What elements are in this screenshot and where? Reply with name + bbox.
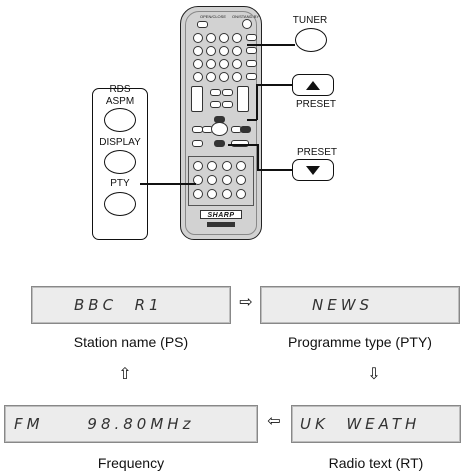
remote-volume-rocker-right[interactable]	[237, 86, 249, 112]
lcd-station-name-text: BBC R1	[74, 296, 163, 314]
remote-button[interactable]	[207, 161, 217, 171]
preset-down-label: PRESET	[297, 147, 338, 158]
remote-button[interactable]	[236, 161, 246, 171]
remote-button[interactable]	[222, 101, 233, 108]
remote-button[interactable]	[206, 33, 216, 43]
remote-button[interactable]	[193, 46, 203, 56]
remote-button[interactable]	[246, 47, 257, 54]
remote-button[interactable]	[206, 46, 216, 56]
remote-button[interactable]	[207, 175, 217, 185]
display-button[interactable]	[104, 150, 136, 174]
remote-button[interactable]	[206, 59, 216, 69]
preset-up-leader-line	[256, 84, 258, 120]
remote-button[interactable]	[231, 140, 249, 147]
pty-button[interactable]	[104, 192, 136, 216]
tuner-label: TUNER	[292, 15, 328, 26]
lcd-programme-type-text: NEWS	[312, 296, 374, 314]
pty-label: PTY	[110, 178, 130, 189]
tuner-leader-line	[247, 44, 295, 46]
tuner-button[interactable]	[295, 28, 327, 52]
remote-preset-down-button[interactable]	[214, 140, 225, 147]
remote-button[interactable]	[193, 33, 203, 43]
aspm-label: ASPM	[105, 96, 135, 107]
remote-button[interactable]	[210, 89, 221, 96]
remote-button[interactable]	[240, 126, 251, 133]
remote-button[interactable]	[192, 140, 203, 147]
lcd-programme-type	[260, 286, 460, 324]
remote-button[interactable]	[219, 72, 229, 82]
lcd-frequency	[4, 405, 258, 443]
remote-control-inner-border	[185, 11, 257, 235]
lcd-radio-text	[291, 405, 461, 443]
remote-volume-rocker-left[interactable]	[191, 86, 203, 112]
remote-button[interactable]	[193, 72, 203, 82]
remote-button[interactable]	[222, 89, 233, 96]
arrow-right-icon: ⇨	[239, 294, 253, 311]
arrow-left-icon: ⇦	[267, 413, 281, 430]
remote-pty-button[interactable]	[193, 189, 203, 199]
rds-label: RDS	[109, 84, 131, 95]
preset-up-leader-line	[247, 119, 257, 121]
remote-brand-badge	[207, 222, 235, 227]
remote-button[interactable]	[222, 175, 232, 185]
frequency-caption: Frequency	[97, 455, 165, 471]
triangle-down-icon	[306, 165, 320, 175]
remote-button[interactable]	[232, 33, 242, 43]
lcd-radio-text-text: UK WEATH	[300, 415, 421, 433]
remote-button[interactable]	[219, 59, 229, 69]
remote-button[interactable]	[232, 72, 242, 82]
remote-button[interactable]	[219, 33, 229, 43]
preset-up-leader-line	[256, 84, 294, 86]
preset-up-label: PRESET	[296, 99, 337, 110]
programme-type-caption: Programme type (PTY)	[288, 334, 432, 350]
remote-rds-aspm-button[interactable]	[193, 161, 203, 171]
preset-down-leader-line	[257, 169, 293, 171]
remote-power-button[interactable]	[242, 19, 252, 29]
radio-text-caption: Radio text (RT)	[328, 455, 424, 471]
remote-enter-button[interactable]	[211, 122, 228, 136]
station-name-caption: Station name (PS)	[73, 334, 189, 350]
remote-button[interactable]	[210, 101, 221, 108]
remote-button[interactable]	[232, 46, 242, 56]
remote-button[interactable]	[222, 189, 232, 199]
pty-leader-line	[140, 183, 196, 185]
preset-down-leader-line	[228, 144, 258, 146]
triangle-up-icon	[306, 80, 320, 90]
remote-lower-panel	[188, 156, 254, 206]
remote-button[interactable]	[232, 59, 242, 69]
preset-down-button[interactable]	[292, 159, 334, 181]
remote-button[interactable]	[236, 175, 246, 185]
rds-aspm-button[interactable]	[104, 108, 136, 132]
preset-down-leader-line	[257, 144, 259, 170]
lcd-frequency-text: FM 98.80MHz	[14, 415, 195, 433]
remote-button[interactable]	[207, 189, 217, 199]
remote-button[interactable]	[219, 46, 229, 56]
display-label: DISPLAY	[99, 137, 141, 148]
remote-tiny-label: ON/STAND-BY	[232, 14, 260, 19]
remote-display-button[interactable]	[193, 175, 203, 185]
remote-tiny-label: OPEN/CLOSE	[200, 14, 227, 19]
remote-button[interactable]	[222, 161, 232, 171]
remote-button[interactable]	[236, 189, 246, 199]
arrow-up-icon: ⇧	[118, 366, 132, 383]
lcd-station-name	[31, 286, 231, 324]
remote-tuner-button[interactable]	[246, 34, 257, 41]
remote-brand-logo: SHARP	[200, 210, 242, 219]
remote-button[interactable]	[246, 73, 257, 80]
arrow-down-icon: ⇩	[367, 366, 381, 383]
preset-up-button[interactable]	[292, 74, 334, 96]
remote-button[interactable]	[193, 59, 203, 69]
remote-button[interactable]	[246, 60, 257, 67]
remote-button[interactable]	[206, 72, 216, 82]
remote-open-close-button[interactable]	[197, 21, 208, 28]
